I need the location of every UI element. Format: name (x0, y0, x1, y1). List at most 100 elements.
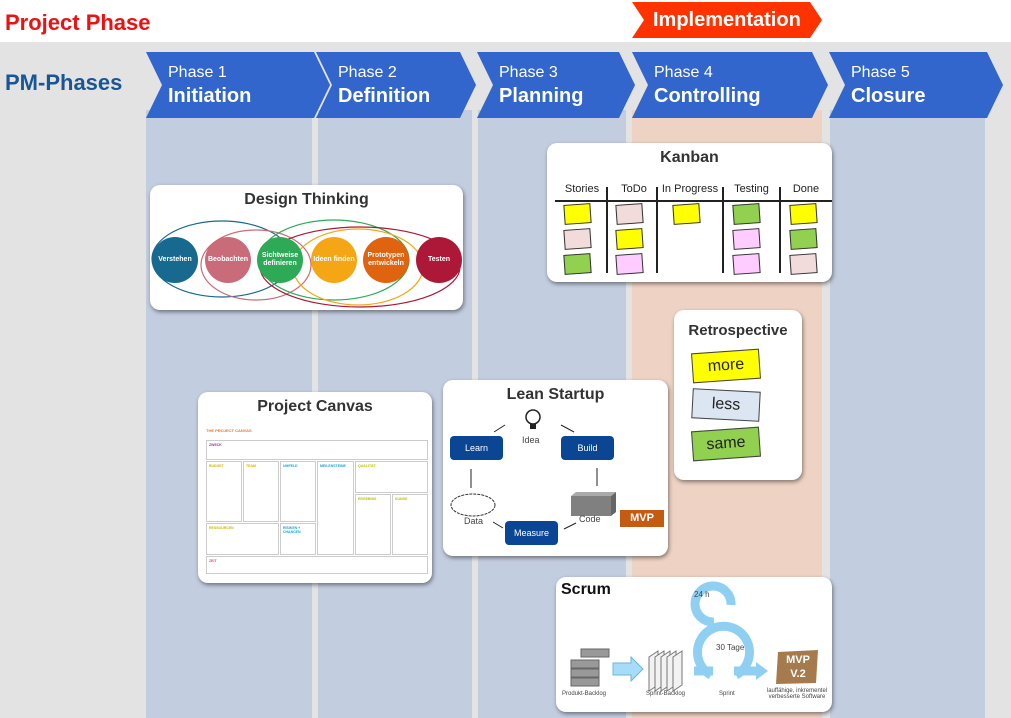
step-beobachten: Beobachten (205, 237, 251, 283)
kanban-sticky-note (672, 203, 701, 225)
canvas-risiken: RISIKEN + CHANCEN (280, 523, 316, 555)
lightbulb-icon (525, 409, 541, 429)
canvas-zweck: ZWECK (206, 440, 428, 460)
data-label: Data (464, 516, 484, 526)
daily-label: 24 h (694, 590, 710, 599)
sprint-cycle-icon (690, 581, 761, 679)
kanban-sticky-note (732, 253, 761, 275)
kanban-col-inprogress: In Progress (661, 183, 719, 195)
phase-name: Closure (851, 85, 926, 107)
phase-name: Definition (338, 85, 431, 107)
implementation-arrow: Implementation (632, 2, 822, 38)
kanban-divider (779, 187, 781, 273)
sprint-length-label: 30 Tage (716, 643, 745, 652)
phase-5-chevron: Phase 5 Closure (829, 52, 1003, 118)
measure-box: Measure (505, 521, 558, 545)
lean-startup-title: Lean Startup (506, 386, 605, 403)
mvp-box-icon (776, 650, 818, 684)
phase-number: Phase 1 (168, 64, 227, 81)
kanban-sticky-note (563, 203, 592, 225)
phase-2-chevron: Phase 2 Definition (316, 52, 476, 118)
canvas-zeit: ZEIT (206, 556, 428, 574)
code-block-icon (571, 492, 616, 516)
canvas-umfeld: UMFELD (280, 461, 316, 522)
kanban-sticky-note (563, 228, 592, 250)
kanban-divider (606, 187, 608, 273)
arrow-icon (612, 655, 644, 683)
kanban-card: Kanban Stories ToDo In Progress Testing … (547, 143, 832, 282)
design-thinking-ellipses (151, 219, 461, 308)
kanban-col-todo: ToDo (621, 183, 647, 195)
design-thinking-title: Design Thinking (244, 191, 369, 208)
kanban-sticky-note (789, 203, 818, 225)
canvas-meilensteine: MEILENSTEINE (317, 461, 354, 555)
sprint-label: Sprint (719, 691, 735, 697)
phase-number: Phase 2 (338, 64, 397, 81)
idea-label: Idea (522, 435, 540, 445)
project-phase-label: Project Phase (5, 10, 151, 35)
step-ideen: Ideen finden (311, 237, 357, 283)
phase-number: Phase 5 (851, 64, 910, 81)
phase-name: Initiation (168, 85, 252, 107)
learn-box: Learn (450, 436, 503, 460)
mvp-v2-label: MVP V.2 (786, 654, 810, 680)
lean-startup-arrows (450, 409, 616, 530)
scrum-diagram (570, 581, 818, 692)
canvas-ergebnis: ERGEBNIS (355, 494, 391, 555)
kanban-divider (656, 187, 658, 273)
canvas-budget: BUDGET (206, 461, 242, 522)
phase-number: Phase 4 (654, 64, 713, 81)
retrospective-card: Retrospective more less same (674, 310, 802, 480)
kanban-sticky-note (789, 253, 818, 275)
canvas-team: TEAM (243, 461, 279, 522)
canvas-ressourcen: RESSOURCEN (206, 523, 279, 555)
kanban-sticky-note (789, 228, 818, 250)
step-verstehen: Verstehen (152, 237, 198, 283)
kanban-title: Kanban (660, 149, 719, 166)
phase-name: Planning (499, 85, 584, 107)
phase-3-chevron: Phase 3 Planning (477, 52, 635, 118)
kanban-sticky-note (732, 228, 761, 250)
build-box: Build (561, 436, 614, 460)
project-canvas-title: Project Canvas (257, 398, 373, 415)
result-label: lauffähige, inkrementel verbesserte Soft… (766, 688, 828, 700)
retrospective-title: Retrospective (688, 322, 788, 339)
kanban-col-done: Done (792, 183, 820, 195)
phase-1-chevron: Phase 1 Initiation (146, 52, 330, 118)
code-label: Code (579, 514, 601, 524)
lean-startup-card: Lean Startup Learn Build Measure Idea Co… (443, 380, 668, 556)
retro-more: more (691, 348, 761, 384)
canvas-kunde: KUNDE (392, 494, 428, 555)
kanban-header-line (555, 200, 832, 202)
product-backlog-label: Produkt-Backlog (562, 691, 607, 697)
step-sichtweise: Sichtweise definieren (257, 237, 303, 283)
design-thinking-card: Design Thinking Verstehen Beobachten Sic… (150, 185, 463, 310)
product-backlog-icon (570, 648, 610, 687)
kanban-col-stories: Stories (564, 183, 600, 195)
scrum-title: Scrum (561, 581, 611, 598)
project-canvas-card: Project Canvas THE PROJECT CANVAS ZWECK … (198, 392, 432, 583)
step-testen: Testen (416, 237, 462, 283)
kanban-sticky-note (732, 203, 761, 225)
step-prototypen: Prototypen entwickeln (363, 237, 409, 283)
phase-number: Phase 3 (499, 64, 558, 81)
phase-name: Controlling (654, 85, 761, 107)
cloud-icon (450, 493, 496, 517)
sprint-backlog-label: Sprint-Backlog (646, 691, 686, 697)
kanban-col-testing: Testing (734, 183, 769, 195)
mvp-label: MVP (620, 510, 664, 527)
canvas-heading: THE PROJECT CANVAS (206, 428, 252, 433)
kanban-divider (722, 187, 724, 273)
kanban-sticky-note (615, 228, 644, 250)
kanban-sticky-note (615, 253, 644, 275)
pm-phases-label: PM-Phases (5, 70, 123, 95)
canvas-qualitaet: QUALITÄT (355, 461, 428, 493)
kanban-sticky-note (563, 253, 592, 275)
retro-less: less (691, 388, 761, 422)
phase-4-chevron: Phase 4 Controlling (632, 52, 828, 118)
sprint-backlog-icon (648, 650, 683, 692)
column-phase-5 (830, 110, 985, 718)
kanban-sticky-note (615, 203, 644, 225)
retro-same: same (691, 426, 761, 462)
scrum-card: Scrum 24 h 30 Tage MVP V.2 Produkt-Backl… (556, 577, 832, 712)
